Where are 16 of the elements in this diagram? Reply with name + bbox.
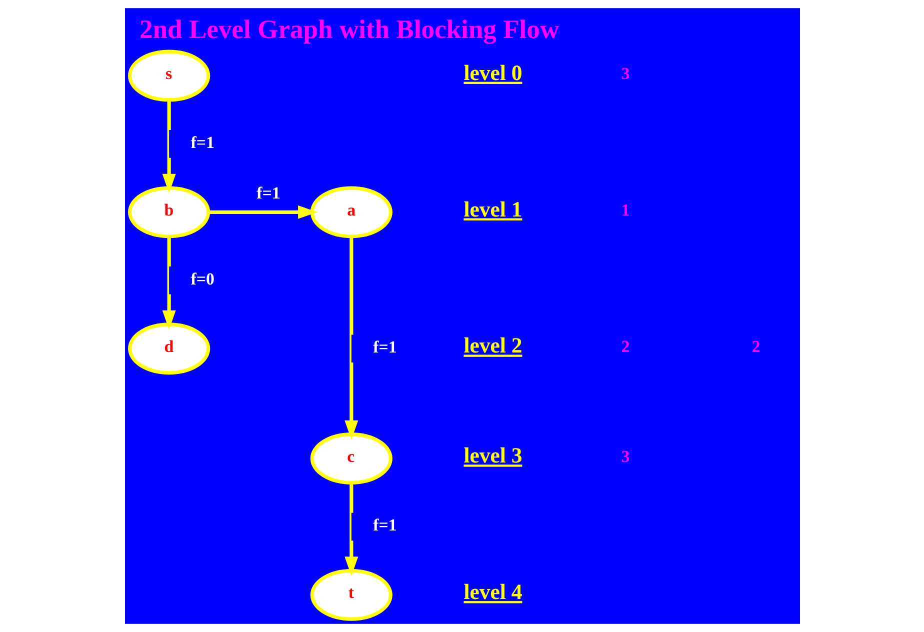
label: 2 bbox=[620, 336, 630, 356]
edge-label: f=1 bbox=[372, 337, 396, 356]
label: level 0 bbox=[463, 60, 522, 85]
diagram-title: 2nd Level Graph with Blocking Flow bbox=[138, 14, 559, 44]
label: level 1 bbox=[463, 197, 522, 222]
edge-label: f=1 bbox=[256, 184, 280, 203]
label: 3 bbox=[620, 64, 630, 83]
edge-label: f=1 bbox=[372, 516, 396, 535]
label: 1 bbox=[620, 200, 630, 220]
edge-label: f=0 bbox=[190, 269, 214, 288]
label: level 4 bbox=[463, 580, 522, 604]
label: level 3 bbox=[463, 444, 522, 468]
edge-label: f=1 bbox=[190, 132, 214, 152]
label: 3 bbox=[620, 446, 630, 466]
label: 2 bbox=[751, 336, 760, 356]
label: level 2 bbox=[463, 334, 522, 358]
